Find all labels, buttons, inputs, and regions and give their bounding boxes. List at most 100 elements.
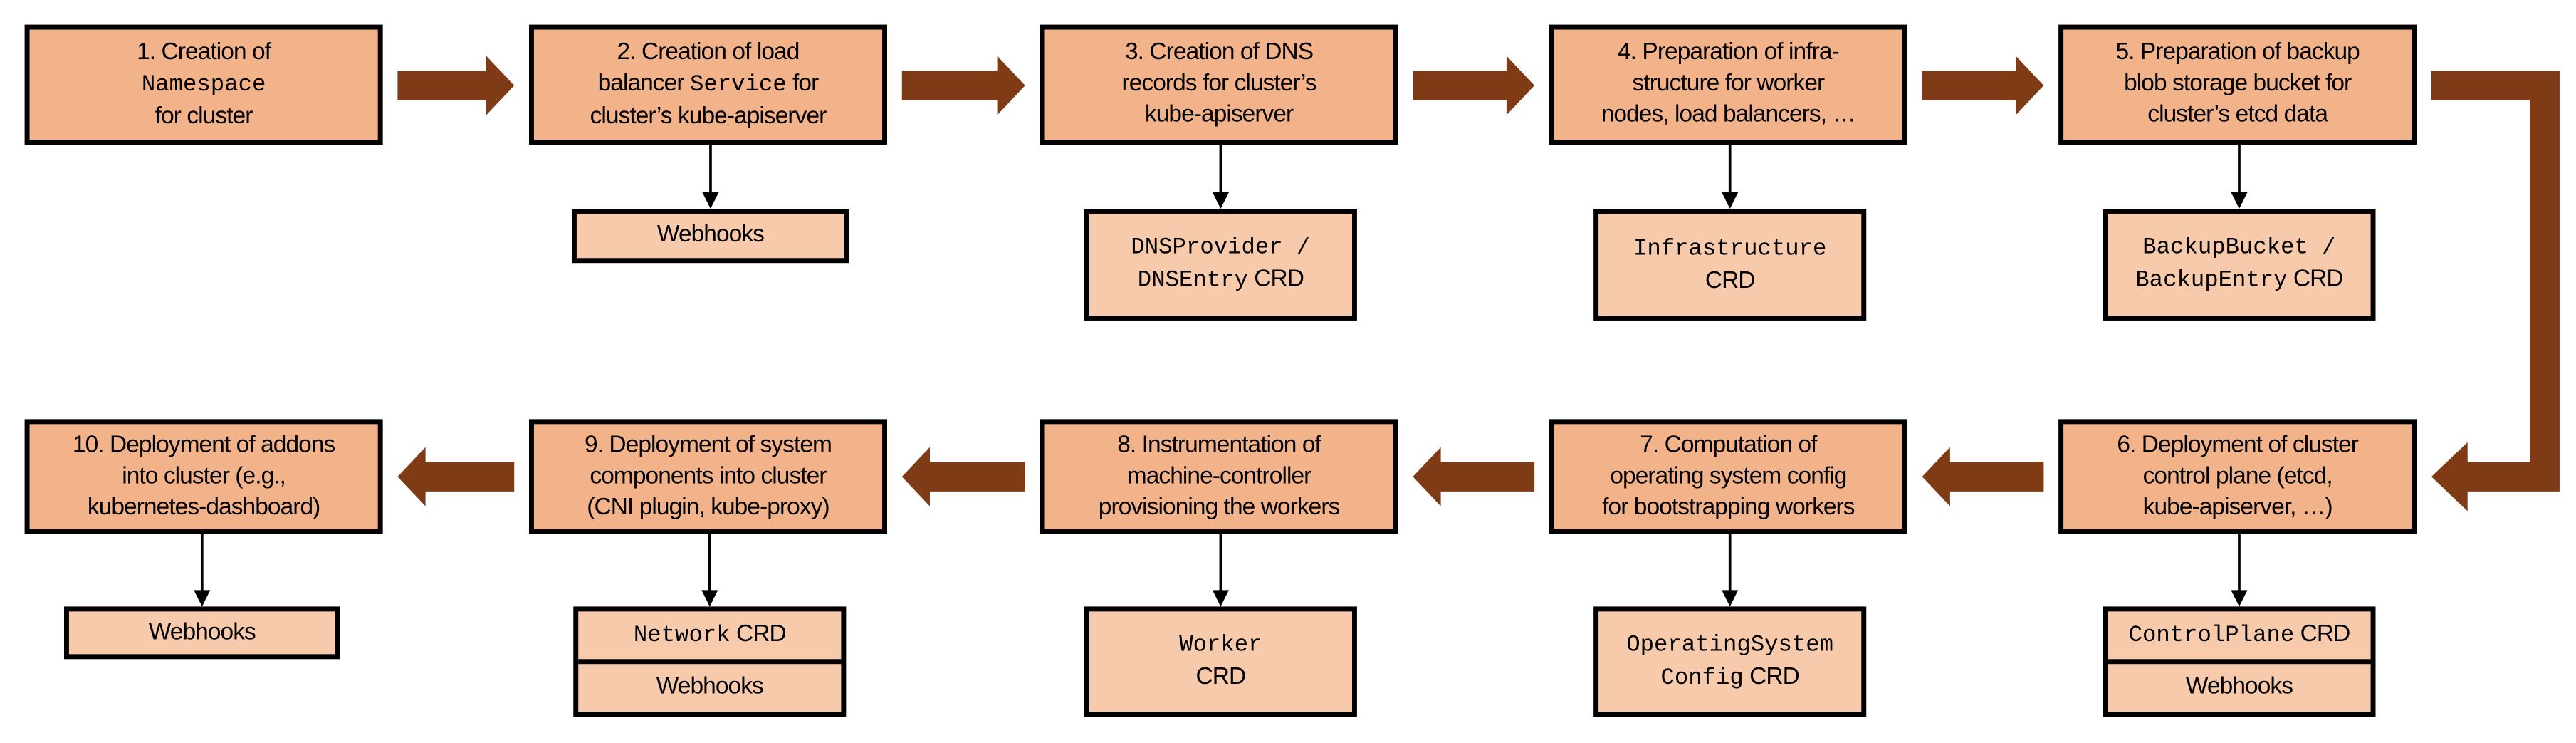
flow-arrow-right [1413,56,1535,115]
text-segment: Webhooks [656,674,764,700]
text-line: control plane (etcd, [2142,461,2333,492]
text-line: CRD [1705,266,1756,297]
text-segment: blob storage bucket for [2124,71,2352,98]
text-line: for bootstrapping workers [1602,492,1855,524]
text-line: 1. Creation of [137,37,271,68]
component-cell: Webhooks [69,611,335,654]
text-segment: CRD [1195,664,1247,691]
text-line: 4. Preparation of infra- [1618,38,1840,69]
text-line: records for cluster’s [1121,69,1316,100]
text-line: provisioning the workers [1098,492,1341,524]
text-line: Infrastructure [1633,232,1826,265]
text-segment: (CNI plugin, kube-proxy) [587,494,829,521]
text-line: structure for worker [1632,69,1826,100]
flow-arrow-right [901,56,1025,115]
text-segment: CRD [1247,266,1304,293]
flow-arrow-left [1922,447,2044,506]
text-segment: 1. Creation of [137,38,271,66]
text-segment: operating system config [1610,462,1847,489]
text-line: Namespace [142,68,266,101]
component-cell: Network CRD [578,611,841,659]
flow-arrow-bend [2431,71,2560,511]
text-line: machine-controller [1126,461,1312,492]
text-line: ControlPlane CRD [2128,619,2351,652]
text-segment: 10. Deployment of addons [72,431,335,458]
text-segment: cluster’s etcd data [2147,102,2328,128]
flow-arrow-right [397,56,515,115]
code-term: DNSEntry [1137,268,1248,295]
flow-arrow-right [1922,56,2044,115]
code-term: BackupEntry [2135,268,2288,295]
text-line: DNSProvider / [1131,232,1310,264]
text-segment: cluster’s kube-apiserver [590,103,827,130]
text-line: 9. Deployment of system [585,430,832,461]
text-segment: structure for worker [1632,71,1826,98]
flow-arrow-left [901,447,1025,506]
step-3-component-box: DNSProvider / DNSEntry CRD [1084,209,1357,321]
text-line: Webhooks [2186,672,2293,704]
text-segment: 8. Instrumentation of [1117,431,1321,458]
text-line: 3. Creation of DNS [1125,38,1314,69]
code-term: Network [633,622,731,649]
text-segment: 7. Computation of [1640,431,1817,458]
text-line: kubernetes-dashboard) [88,492,320,524]
text-segment: provisioning the workers [1098,494,1341,521]
text-line: blob storage bucket for [2124,69,2352,100]
text-line: cluster’s etcd data [2147,100,2328,132]
text-line: (CNI plugin, kube-proxy) [587,492,829,524]
text-segment: 9. Deployment of system [585,431,832,458]
text-line: DNSEntry CRD [1138,264,1304,297]
code-term: BackupBucket / [2142,234,2336,261]
text-segment: Webhooks [2185,674,2293,700]
connector-arrowhead [2231,192,2248,209]
text-segment: CRD [2294,620,2351,647]
text-line: 7. Computation of [1640,430,1817,461]
component-cell: Webhooks [577,214,844,258]
text-segment: CRD [1705,266,1756,293]
text-line: 10. Deployment of addons [73,430,335,461]
text-line: balancer Service for [598,68,820,101]
step-4-box: 4. Preparation of infra-structure for wo… [1549,24,1907,145]
text-line: OperatingSystem [1626,629,1833,662]
text-line: Worker [1179,630,1262,663]
connector-arrowhead [1212,590,1229,607]
text-line: 8. Instrumentation of [1117,430,1321,461]
text-line: components into cluster [590,461,827,492]
step-9-component-box: Network CRD Webhooks [573,606,847,717]
text-line: kube-apiserver [1144,100,1294,132]
text-line: cluster’s kube-apiserver [590,101,827,133]
step-9-box: 9. Deployment of system components into c… [528,419,887,534]
step-6-component-box: ControlPlane CRD Webhooks [2103,606,2376,717]
flow-arrow-left [1413,447,1535,506]
text-segment: control plane (etcd, [2142,462,2333,489]
text-segment: machine-controller [1126,462,1312,489]
code-term: DNSProvider / [1131,234,1311,261]
text-segment: kube-apiserver [1144,102,1294,128]
flow-arrow-left [397,447,515,506]
text-line: Webhooks [657,220,765,251]
step-2-component-box: Webhooks [571,209,849,264]
component-cell: Webhooks [578,659,842,712]
text-line: Config CRD [1660,662,1799,695]
text-line: into cluster (e.g., [122,461,286,492]
code-term: Service [689,71,787,98]
text-line: Network CRD [633,619,787,652]
code-term: ControlPlane [2128,622,2295,649]
text-segment: CRD [2287,266,2344,293]
text-segment: into cluster (e.g., [122,462,286,489]
text-line: kube-apiserver, …) [2143,492,2333,524]
connector-arrowhead [1722,590,1739,607]
step-10-box: 10. Deployment of addons into cluster (e.… [24,419,383,534]
connector-arrowhead [702,192,719,209]
step-8-box: 8. Instrumentation of machine-controller p… [1040,419,1398,534]
